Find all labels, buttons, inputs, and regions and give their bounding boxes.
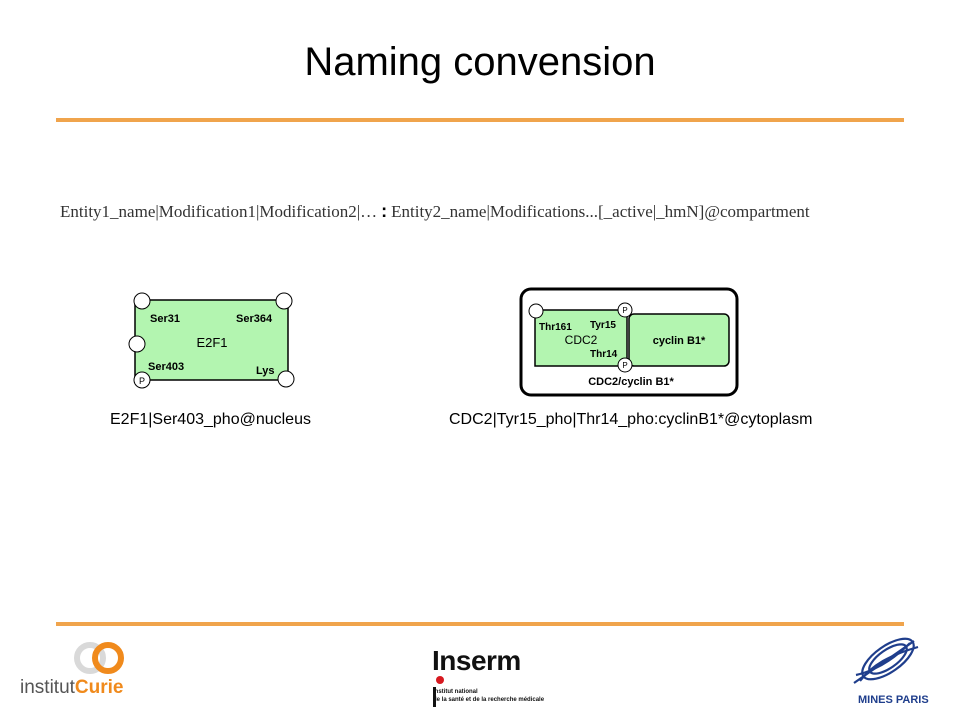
mines-paris-logo: MINES PARIS <box>840 635 930 706</box>
inserm-name: Inserm <box>432 645 521 676</box>
e2f1-site-lys: Lys <box>256 365 275 377</box>
e2f1-caption: E2F1|Ser403_pho@nucleus <box>110 411 311 428</box>
curie-name: Curie <box>74 677 124 698</box>
cdc2-cyclin-caption: CDC2|Tyr15_pho|Thr14_pho:cyclinB1*@cytop… <box>449 411 813 428</box>
e2f1-glyph: P Ser31 Ser364 E2F1 Ser403 Lys <box>128 292 295 389</box>
e2f1-site-ser364: Ser364 <box>236 313 273 325</box>
e2f1-site-ser403: Ser403 <box>148 361 184 373</box>
cdc2-cyclin-complex-glyph: P P Thr161 Tyr15 CDC2 Thr14 cyclin B1* C… <box>519 287 739 397</box>
inserm-line1: Institut national <box>433 689 478 695</box>
cyclin-b1-species-box <box>628 313 730 367</box>
ser364-site-icon <box>275 292 293 310</box>
thr14-phospho-site-icon <box>617 357 633 373</box>
top-divider <box>56 118 904 122</box>
complex-name: CDC2/cyclin B1* <box>588 376 674 388</box>
inserm-bar-icon <box>433 687 436 707</box>
cdc2-site-thr14: Thr14 <box>590 349 618 360</box>
inserm-dot-icon <box>436 676 444 684</box>
cdc2-species-box <box>534 309 628 367</box>
naming-syntax: Entity1_name|Modification1|Modification2… <box>60 201 810 222</box>
syntax-colon: : <box>381 201 388 221</box>
ser403-phospho-site-icon <box>133 371 151 389</box>
cyclin-b1-name: cyclin B1* <box>653 335 706 347</box>
syntax-entity1: Entity1_name|Modification1|Modification2… <box>60 202 378 221</box>
e2f1-species-box <box>134 299 289 381</box>
thr14-state-p: P <box>622 361 627 370</box>
lys-site-icon <box>277 370 295 388</box>
mines-name: MINES PARIS <box>858 694 929 706</box>
cdc2-name: CDC2 <box>565 333 598 347</box>
slide-title: Naming convension <box>304 40 656 84</box>
e2f1-site-ser31: Ser31 <box>150 313 180 325</box>
thr161-site-icon <box>528 303 544 319</box>
syntax-entity2: Entity2_name|Modifications...[_active|_h… <box>391 202 810 221</box>
curie-wordmark: institutCurie <box>20 677 124 699</box>
e2f1-state-p: P <box>139 376 145 386</box>
ser31-site-icon <box>133 292 151 310</box>
cdc2-site-tyr15: Tyr15 <box>590 320 616 331</box>
tyr15-phospho-site-icon <box>617 302 633 318</box>
tyr15-state-p: P <box>622 306 627 315</box>
e2f1-name: E2F1 <box>196 335 227 350</box>
inserm-line2: de la santé et de la recherche médicale <box>433 697 545 703</box>
mines-swirl-icon <box>853 637 919 684</box>
bottom-divider <box>56 622 904 626</box>
curie-rings-icon <box>74 642 124 674</box>
unlabeled-site-icon <box>128 335 146 353</box>
curie-prefix: institut <box>20 677 75 698</box>
cdc2-site-thr161: Thr161 <box>539 322 572 333</box>
